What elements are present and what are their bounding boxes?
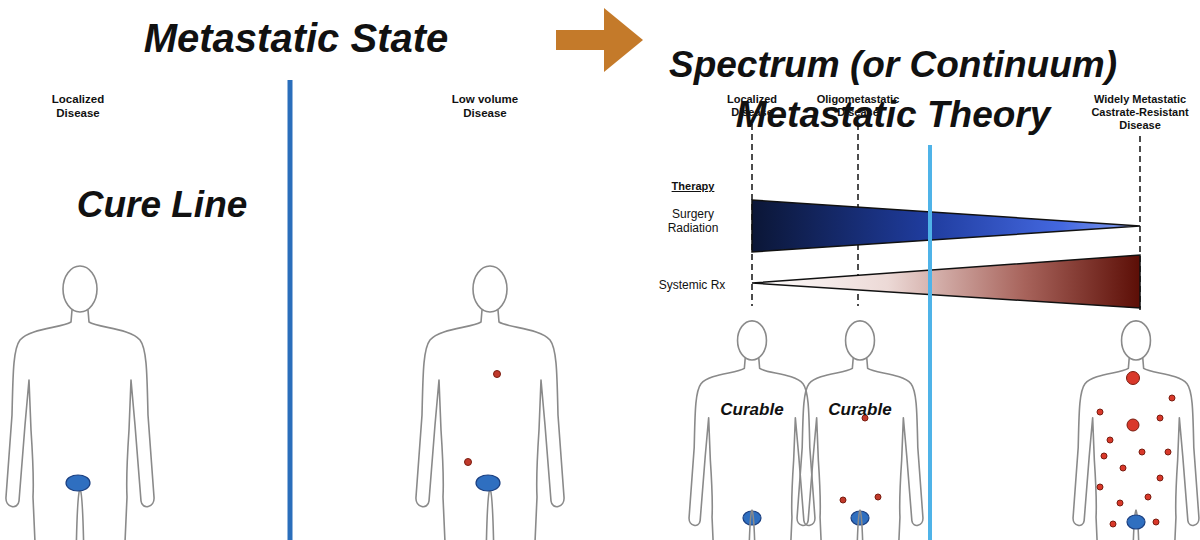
prostate-mark [66, 475, 90, 491]
body-node: Curable [800, 320, 920, 540]
body-outline [692, 320, 812, 540]
body-outline [797, 321, 923, 540]
axis-heading: Therapy [658, 180, 728, 193]
body-outline [6, 266, 154, 540]
transition-arrow [556, 8, 643, 72]
local-therapy-wedge [752, 200, 1140, 252]
curable-label: Curable [692, 400, 812, 420]
stage-label: Localized Disease [722, 93, 782, 119]
therapy-label: Surgery Radiation [662, 207, 724, 236]
therapy-label: Systemic Rx [647, 278, 737, 292]
metastasis-dot [840, 497, 846, 503]
section-heading: Spectrum (or Continuum) Metastatic Theor… [653, 40, 1133, 140]
body-outline [416, 266, 564, 540]
body-node: Curable [692, 320, 812, 540]
cure-line-label: Cure Line [42, 183, 282, 227]
curable-label: Curable [800, 400, 920, 420]
systemic-therapy-wedge [752, 255, 1140, 308]
prostate-mark [851, 511, 869, 525]
prostate-mark [1127, 515, 1145, 529]
body-outline [1073, 321, 1199, 540]
body-outline [800, 320, 920, 540]
stage-label: Oligometastatic Disease [808, 93, 908, 119]
stage-label: Localized Disease [48, 93, 108, 121]
body-outline [689, 321, 815, 540]
prostate-mark [476, 475, 500, 491]
metastasis-dot [494, 371, 501, 378]
metastasis-dot [875, 494, 881, 500]
prostate-mark [743, 511, 761, 525]
metastasis-cluster [1097, 372, 1175, 528]
metastasis-dot [465, 459, 472, 466]
cure-line [288, 80, 293, 540]
cure-line [928, 145, 932, 540]
stage-label: Widely Metastatic Castrate-Resistant Dis… [1085, 93, 1195, 133]
diagram-title: Metastatic State [76, 14, 516, 62]
stage-label: Low volume Disease [446, 93, 524, 121]
